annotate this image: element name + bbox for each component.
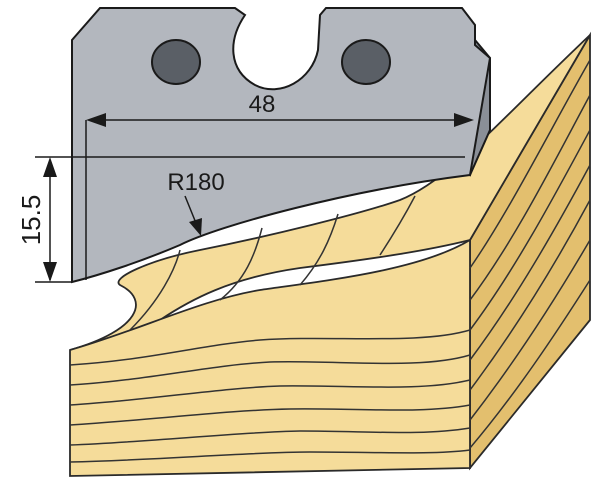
height-label: 15.5 [16,195,46,246]
width-dimension: 48 [85,91,474,280]
wood-block [69,31,591,477]
cutter-blade [71,7,492,284]
radius-callout: R180 [167,169,225,236]
top-grain-lines [129,195,416,331]
width-label: 48 [249,91,276,118]
radius-label: R180 [167,169,224,196]
mounting-hole-left [151,39,201,85]
side-grain-lines [469,59,591,449]
front-grain-lines [69,329,471,463]
height-dimension: 15.5 [16,156,465,283]
mounting-hole-right [341,39,391,85]
